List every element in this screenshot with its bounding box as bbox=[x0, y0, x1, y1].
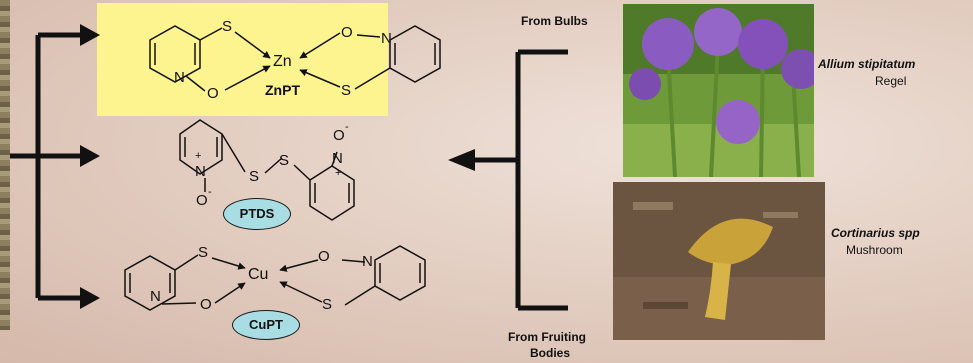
allium-species-name: Allium stipitatum bbox=[818, 57, 916, 71]
cupt-structure bbox=[124, 245, 426, 311]
ptds-sulfur-2: S bbox=[279, 152, 290, 169]
right-bracket bbox=[475, 49, 568, 311]
cortinarius-common-name: Mushroom bbox=[846, 243, 903, 257]
cupt-oxygen-right: O bbox=[318, 248, 330, 265]
znpt-metal: Zn bbox=[273, 53, 292, 70]
cupt-sulfur-left: S bbox=[198, 244, 209, 261]
arrow-to-ptds bbox=[80, 145, 100, 167]
znpt-oxygen-right: O bbox=[341, 24, 353, 41]
znpt-oxygen-left: O bbox=[207, 85, 219, 102]
ptds-oxygen-right: O bbox=[333, 127, 345, 144]
znpt-abbrev-label: ZnPT bbox=[265, 82, 300, 98]
cupt-nitrogen-left: N bbox=[150, 288, 161, 305]
allium-authority: Regel bbox=[875, 74, 907, 88]
from-bulbs-label: From Bulbs bbox=[521, 14, 588, 28]
cupt-metal: Cu bbox=[248, 266, 269, 283]
znpt-sulfur-left: S bbox=[222, 18, 233, 35]
cupt-pill-label: CuPT bbox=[232, 310, 300, 340]
allium-photo-art bbox=[623, 4, 814, 177]
znpt-highlight-box bbox=[97, 3, 388, 116]
ptds-plus-left: + bbox=[195, 150, 202, 162]
znpt-structure bbox=[149, 25, 441, 92]
ptds-minus-right: - bbox=[345, 121, 349, 133]
cortinarius-species-name: Cortinarius spp bbox=[831, 226, 920, 240]
cupt-sulfur-right: S bbox=[322, 296, 333, 313]
from-fruiting-bodies-label-line1: From Fruiting bbox=[508, 330, 586, 344]
ptds-pill-label: PTDS bbox=[223, 198, 291, 230]
mushroom-photo-art bbox=[613, 182, 825, 340]
left-bracket bbox=[10, 32, 82, 301]
znpt-sulfur-right: S bbox=[341, 82, 352, 99]
arrow-to-znpt bbox=[80, 24, 100, 46]
from-fruiting-bodies-label-line2: Bodies bbox=[530, 346, 571, 360]
left-photo-edge bbox=[0, 0, 10, 330]
ptds-minus-left: - bbox=[208, 186, 212, 198]
ptds-structure bbox=[179, 119, 355, 221]
ptds-oxygen-left: O bbox=[196, 192, 208, 209]
ptds-sulfur-1: S bbox=[249, 168, 260, 185]
ptds-plus-right: + bbox=[335, 167, 342, 179]
arrow-to-compounds bbox=[448, 149, 475, 171]
cupt-oxygen-left: O bbox=[200, 296, 212, 313]
mushroom-photo bbox=[613, 182, 825, 340]
znpt-nitrogen-right: N bbox=[381, 30, 392, 47]
cupt-nitrogen-right: N bbox=[362, 253, 373, 270]
znpt-nitrogen-left: N bbox=[174, 69, 185, 86]
arrow-to-cupt bbox=[80, 287, 100, 309]
ptds-nitrogen-right: N bbox=[332, 150, 343, 167]
ptds-nitrogen-left: N bbox=[195, 163, 206, 180]
allium-flower-photo bbox=[623, 4, 814, 177]
